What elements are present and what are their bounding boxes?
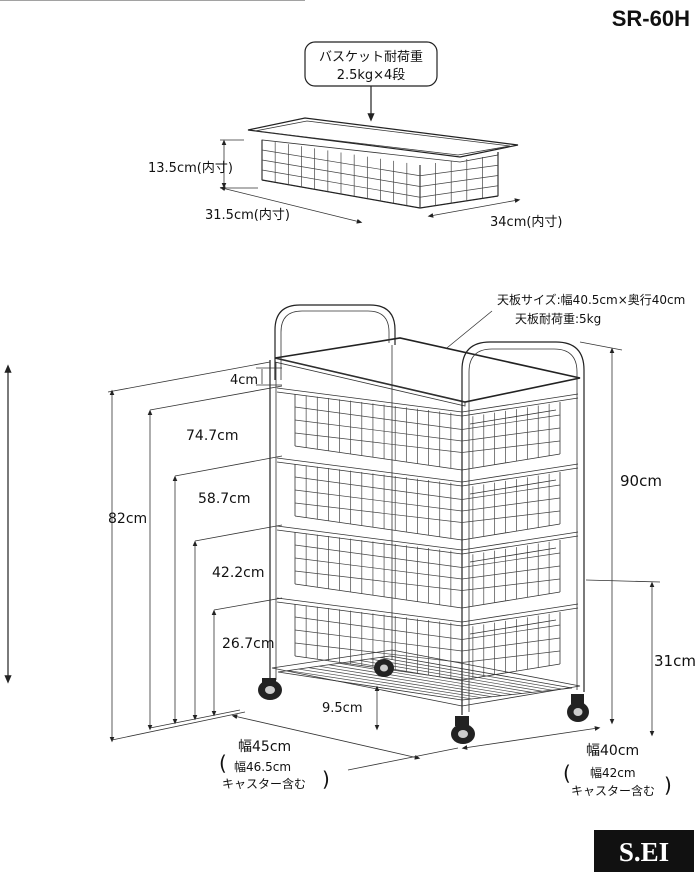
basket-load-callout: バスケット耐荷重 2.5kg×4段 xyxy=(304,41,438,122)
caster-front-center xyxy=(451,716,475,744)
caster-front-left xyxy=(258,678,282,700)
model-code: SR-60H xyxy=(612,6,690,31)
top-board-size: 天板サイズ:幅40.5cm×奥行40cm xyxy=(497,292,685,307)
brand-logo-text: S.EI xyxy=(619,837,669,867)
svg-text:(: ( xyxy=(563,761,571,785)
bottom-gap-label: 9.5cm xyxy=(322,701,363,716)
brand-logo: S.EI xyxy=(594,830,694,872)
cart-dimensions: 82cm 4cm 74.7cm 58.7cm 42.2cm 26.7cm 9.5… xyxy=(107,341,696,798)
height-31-label: 31cm xyxy=(654,652,696,670)
height-267-label: 26.7cm xyxy=(222,636,275,652)
svg-text:): ) xyxy=(322,767,330,791)
depth-caster-label2: キャスター含む xyxy=(571,783,655,798)
basket-width-label: 31.5cm(内寸) xyxy=(205,207,290,223)
height-747-label: 74.7cm xyxy=(186,428,239,444)
basket-illustration xyxy=(0,0,519,209)
height-82-label: 82cm xyxy=(108,511,147,527)
width-label: 幅45cm xyxy=(238,739,291,755)
cart-illustration xyxy=(258,304,589,744)
depth-label: 幅40cm xyxy=(586,743,639,759)
svg-text:): ) xyxy=(664,773,672,797)
height-422-label: 42.2cm xyxy=(212,565,265,581)
top-board-load: 天板耐荷重:5kg xyxy=(515,312,601,326)
svg-text:(: ( xyxy=(219,751,227,775)
width-caster-label2: キャスター含む xyxy=(222,776,306,791)
basket-load-line2: 2.5kg×4段 xyxy=(337,68,406,83)
basket-height-label: 13.5cm(内寸) xyxy=(148,160,233,176)
basket-load-line1: バスケット耐荷重 xyxy=(319,49,423,65)
depth-caster-label1: 幅42cm xyxy=(590,765,636,780)
caster-rear xyxy=(374,659,394,677)
height-587-label: 58.7cm xyxy=(198,491,251,507)
basket-dimensions: 13.5cm(内寸) 31.5cm(内寸) 34cm(内寸) xyxy=(148,139,563,230)
top-gap-label: 4cm xyxy=(230,373,258,388)
caster-front-right xyxy=(567,694,589,722)
height-90-label: 90cm xyxy=(620,472,662,490)
width-caster-label1: 幅46.5cm xyxy=(234,759,291,774)
basket-depth-label: 34cm(内寸) xyxy=(490,214,563,230)
